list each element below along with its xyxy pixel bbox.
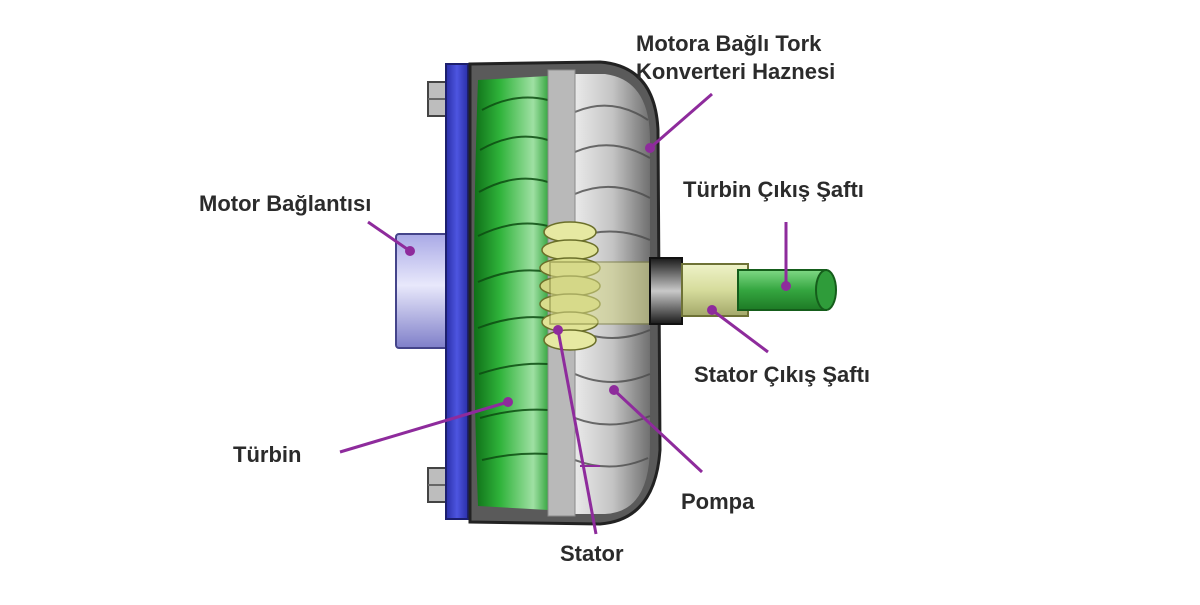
flange-plate bbox=[445, 63, 469, 520]
inner-shaft bbox=[549, 261, 653, 325]
stator-output-shaft-label: Stator Çıkış Şaftı bbox=[694, 362, 871, 387]
turbine-section bbox=[474, 76, 548, 510]
turbine-output-shaft-body bbox=[737, 269, 827, 311]
output-stub bbox=[649, 257, 683, 325]
housing-label-line2: Konverteri Haznesi bbox=[636, 59, 836, 84]
turbine-output-shaft-end bbox=[815, 269, 837, 311]
turbine-output-shaft-label: Türbin Çıkış Şaftı bbox=[683, 177, 864, 202]
stator-label: Stator bbox=[560, 541, 624, 566]
turbine-label: Türbin bbox=[233, 442, 302, 467]
engine-connection-label: Motor Bağlantısı bbox=[199, 191, 372, 216]
housing-label-line1: Motora Bağlı Tork bbox=[636, 31, 822, 56]
leader-lines bbox=[339, 92, 791, 535]
pump-label: Pompa bbox=[681, 489, 755, 514]
